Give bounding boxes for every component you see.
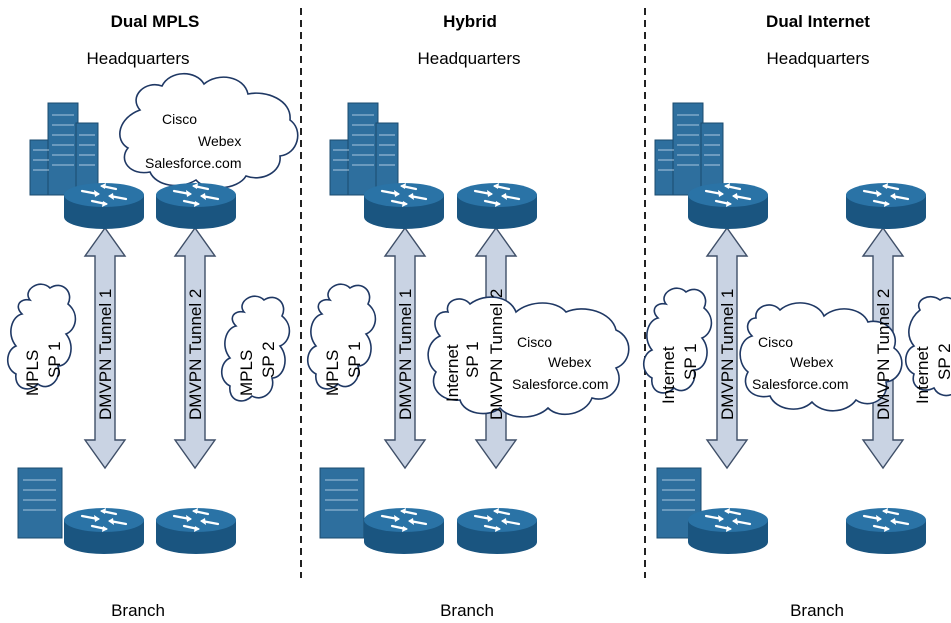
cloud-label-webex: Webex [790, 354, 833, 370]
cloud-label-line1: MPLS [23, 350, 42, 396]
router-icon [686, 181, 770, 231]
cloud-label-line2: SP 1 [463, 341, 482, 378]
cloud-label-salesforce: Salesforce.com [145, 155, 241, 171]
cloud-label-cisco: Cisco [162, 111, 197, 127]
cloud-label-line1: Internet [443, 344, 462, 402]
cloud-label-line2: SP 2 [259, 341, 278, 378]
cloud-label-webex: Webex [548, 354, 591, 370]
cloud-icon [6, 283, 77, 390]
cloud-label-line2: SP 1 [345, 341, 364, 378]
tunnel-1-label: DMVPN Tunnel 1 [718, 289, 737, 420]
cloud-icon [220, 295, 291, 402]
router-icon [455, 181, 539, 231]
cloud-label-salesforce: Salesforce.com [752, 376, 848, 392]
router-icon [844, 181, 928, 231]
tunnel-2-label: DMVPN Tunnel 2 [186, 289, 205, 420]
branch-label: Branch [440, 601, 494, 620]
branch-building-icon [17, 467, 63, 539]
router-icon [686, 506, 770, 556]
cloud-label-line2: SP 1 [681, 343, 700, 380]
column-title: Dual MPLS [111, 12, 200, 31]
tunnel-2-label: DMVPN Tunnel 2 [874, 289, 893, 420]
cloud-label-line1: MPLS [237, 350, 256, 396]
cloud-label-cisco: Cisco [758, 334, 793, 350]
tunnel-2-label: DMVPN Tunnel 2 [487, 289, 506, 420]
cloud-label-webex: Webex [198, 133, 241, 149]
tunnel-1-label: DMVPN Tunnel 1 [96, 289, 115, 420]
router-icon [455, 506, 539, 556]
router-icon [62, 506, 146, 556]
cloud-label-salesforce: Salesforce.com [512, 376, 608, 392]
headquarters-building-icon [654, 102, 724, 196]
router-icon [362, 506, 446, 556]
headquarters-label: Headquarters [766, 49, 869, 68]
headquarters-label: Headquarters [86, 49, 189, 68]
cloud-icon [739, 302, 903, 412]
branch-label: Branch [111, 601, 165, 620]
column-dual-internet: Dual Internet Headquarters Branch Intern… [642, 12, 951, 620]
headquarters-building-icon [329, 102, 399, 196]
cloud-label-line1: MPLS [323, 350, 342, 396]
cloud-icon [904, 295, 951, 397]
cloud-icon [427, 296, 630, 418]
cloud-label-line2: SP 1 [45, 341, 64, 378]
column-hybrid: Hybrid Headquarters Branch MPLS SP 1 Int… [306, 12, 630, 620]
cloud-label-line2: SP 2 [935, 343, 951, 380]
column-dual-mpls: Dual MPLS Headquarters Branch Cisco Webe… [6, 12, 299, 620]
router-icon [154, 181, 238, 231]
cloud-label-line1: Internet [659, 346, 678, 404]
router-icon [362, 181, 446, 231]
cloud-icon [642, 287, 713, 394]
cloud-icon [306, 283, 377, 390]
router-icon [844, 506, 928, 556]
headquarters-building-icon [29, 102, 99, 196]
cloud-label-line1: Internet [913, 346, 932, 404]
branch-building-icon [319, 467, 365, 539]
cloud-icon [119, 72, 299, 189]
tunnel-1-label: DMVPN Tunnel 1 [396, 289, 415, 420]
router-icon [154, 506, 238, 556]
column-title: Dual Internet [766, 12, 870, 31]
column-title: Hybrid [443, 12, 497, 31]
headquarters-label: Headquarters [417, 49, 520, 68]
branch-label: Branch [790, 601, 844, 620]
cloud-label-cisco: Cisco [517, 334, 552, 350]
router-icon [62, 181, 146, 231]
